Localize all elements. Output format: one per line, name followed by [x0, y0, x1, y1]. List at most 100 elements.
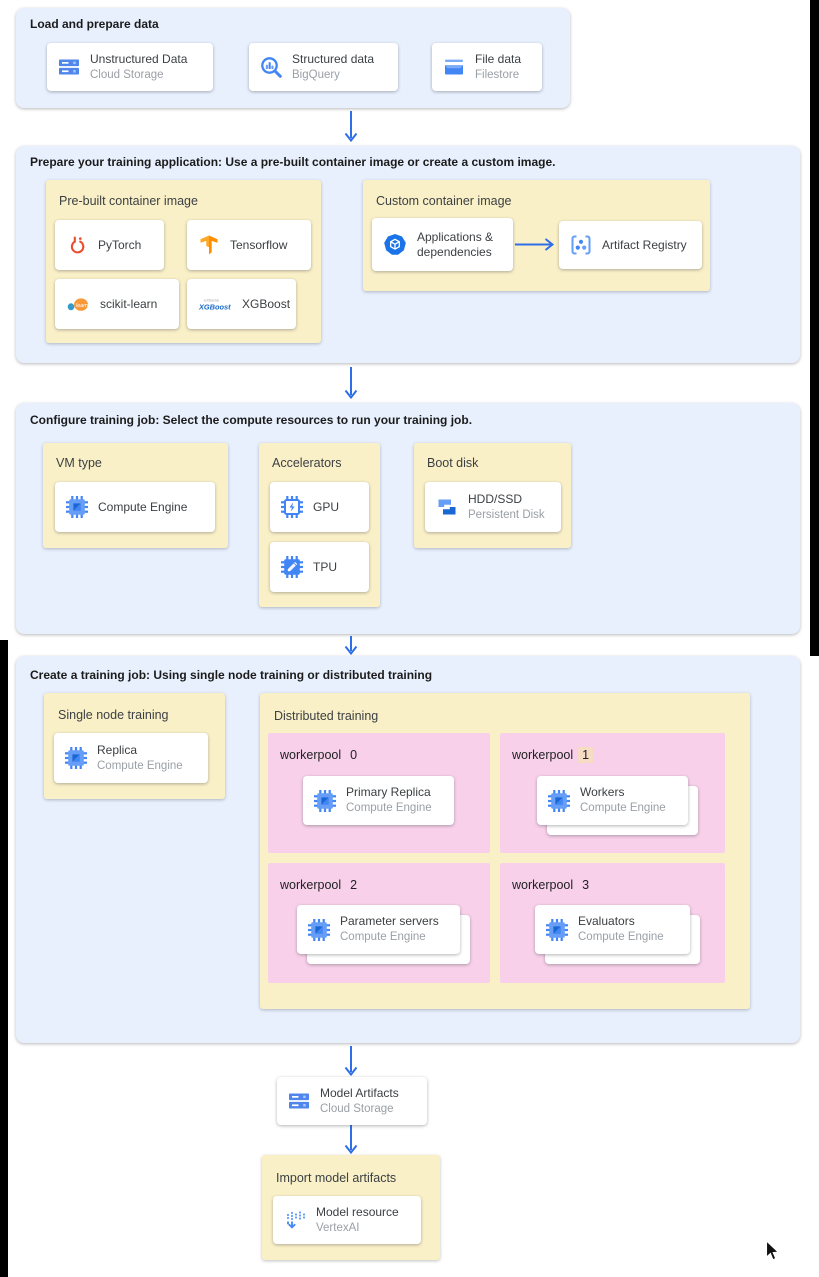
card-evaluators: Evaluators Compute Engine: [535, 905, 690, 954]
scikit-learn-icon: [65, 292, 91, 316]
card-xgboost: XGBoost: [187, 279, 296, 329]
workerpool-label: workerpool 0: [280, 748, 361, 762]
workerpool-3: workerpool 3 Evaluators Compute Engine: [500, 863, 725, 983]
group-vm-type: VM type Compute Engine: [43, 443, 228, 548]
xgboost-icon: [197, 292, 233, 316]
card-applications-dependencies: Applications & dependencies: [372, 218, 513, 271]
card-workers: Workers Compute Engine: [537, 776, 688, 825]
workerpool-prefix: workerpool: [280, 748, 342, 762]
section-load-data: Load and prepare data Unstructured Data …: [16, 8, 570, 108]
card-title: HDD/SSD: [468, 491, 523, 506]
card-subtitle: Compute Engine: [578, 931, 664, 944]
card-replica: Replica Compute Engine: [54, 733, 208, 783]
left-edge-bar: [0, 640, 8, 1277]
card-unstructured-data: Unstructured Data Cloud Storage: [47, 43, 213, 91]
card-tensorflow: Tensorflow: [187, 220, 311, 270]
card-title: Compute Engine: [98, 499, 188, 514]
card-title: Unstructured Data: [90, 51, 188, 66]
workerpool-number: 3: [582, 878, 590, 892]
workerpool-label: workerpool 2: [280, 878, 361, 892]
compute-engine-icon: [547, 789, 571, 813]
card-model-resource: Model resource VertexAI: [273, 1196, 421, 1244]
card-subtitle: Compute Engine: [580, 802, 666, 815]
group-prebuilt-container: Pre-built container image PyTorch Tensor…: [46, 180, 321, 343]
card-title: Applications & dependencies: [417, 229, 494, 259]
card-title: Primary Replica: [346, 785, 431, 800]
tensorflow-icon: [197, 233, 221, 257]
card-primary-replica: Primary Replica Compute Engine: [303, 776, 454, 825]
card-subtitle: VertexAI: [316, 1221, 360, 1234]
card-pytorch: PyTorch: [55, 220, 164, 270]
card-subtitle: Persistent Disk: [468, 508, 545, 521]
group-custom-container: Custom container image Applications & de…: [363, 180, 710, 291]
tpu-icon: [280, 555, 304, 579]
mouse-cursor: [765, 1240, 780, 1261]
gpu-icon: [280, 495, 304, 519]
section-create-job: Create a training job: Using single node…: [16, 656, 800, 1043]
flow-arrow-down-3: [344, 636, 358, 656]
card-title: Evaluators: [578, 914, 635, 929]
card-parameter-servers: Parameter servers Compute Engine: [297, 905, 460, 954]
card-title: scikit-learn: [100, 296, 158, 311]
workerpool-0: workerpool 0 Primary Replica Compute Engi…: [268, 733, 490, 853]
card-title: Structured data: [292, 51, 375, 66]
card-subtitle: Compute Engine: [97, 759, 183, 772]
card-subtitle: BigQuery: [292, 68, 340, 81]
group-distributed: Distributed training workerpool 0 Primary…: [260, 693, 750, 1009]
workerpool-label: workerpool 3: [512, 878, 593, 892]
card-title: PyTorch: [98, 237, 142, 252]
card-title: Tensorflow: [230, 237, 288, 252]
card-structured-data: Structured data BigQuery: [249, 43, 398, 91]
card-title: File data: [475, 51, 522, 66]
card-model-artifacts: Model Artifacts Cloud Storage: [277, 1077, 427, 1125]
artifact-registry-icon: [569, 233, 593, 257]
card-subtitle: Compute Engine: [346, 802, 432, 815]
workerpool-1: workerpool 1 Workers Compute Engine: [500, 733, 725, 853]
card-file-data: File data Filestore: [432, 43, 542, 91]
card-title: TPU: [313, 559, 337, 574]
workerpool-prefix: workerpool: [280, 878, 342, 892]
section-title: Configure training job: Select the compu…: [30, 413, 473, 427]
flow-arrow-down-1: [344, 111, 358, 143]
flow-arrow-right: [515, 238, 555, 251]
cloud-storage-icon: [57, 55, 81, 79]
section-title: Create a training job: Using single node…: [30, 668, 433, 682]
compute-engine-icon: [65, 495, 89, 519]
card-scikit-learn: scikit-learn: [55, 279, 179, 329]
card-subtitle: Cloud Storage: [90, 68, 164, 81]
persistent-disk-icon: [435, 495, 459, 519]
workerpool-prefix: workerpool: [512, 878, 574, 892]
compute-engine-icon: [64, 746, 88, 770]
group-label: Single node training: [58, 708, 169, 722]
workerpool-2: workerpool 2 Parameter servers Compute En…: [268, 863, 490, 983]
card-title: Parameter servers: [340, 914, 439, 929]
card-subtitle: Filestore: [475, 68, 520, 81]
pytorch-icon: [65, 233, 89, 257]
section-configure-job: Configure training job: Select the compu…: [16, 403, 800, 634]
filestore-icon: [442, 55, 466, 79]
workerpool-number: 0: [350, 748, 358, 762]
group-boot-disk: Boot disk HDD/SSD Persistent Disk: [414, 443, 571, 548]
vertex-ai-icon: [283, 1208, 307, 1232]
group-label: Distributed training: [274, 709, 379, 723]
cloud-storage-icon: [287, 1089, 311, 1113]
compute-engine-icon: [313, 789, 337, 813]
card-gpu: GPU: [270, 482, 369, 532]
compute-engine-icon: [545, 918, 569, 942]
right-edge-bar: [810, 0, 819, 656]
card-title: GPU: [313, 499, 340, 514]
group-single-node: Single node training Replica Compute Eng…: [44, 693, 225, 799]
workerpool-prefix: workerpool: [512, 748, 574, 762]
group-label: Accelerators: [272, 456, 342, 470]
section-title: Load and prepare data: [30, 17, 159, 31]
workerpool-number: 2: [350, 878, 358, 892]
workerpool-number-highlighted: 1: [578, 747, 594, 763]
applications-dependencies-icon: [382, 232, 408, 258]
card-title: Workers: [580, 785, 625, 800]
group-label: Import model artifacts: [276, 1171, 397, 1185]
workerpool-label: workerpool 1: [512, 747, 594, 763]
card-title: Model resource: [316, 1204, 399, 1219]
group-label: Custom container image: [376, 194, 512, 208]
group-import-model: Import model artifacts Model resource Ve…: [262, 1155, 440, 1260]
